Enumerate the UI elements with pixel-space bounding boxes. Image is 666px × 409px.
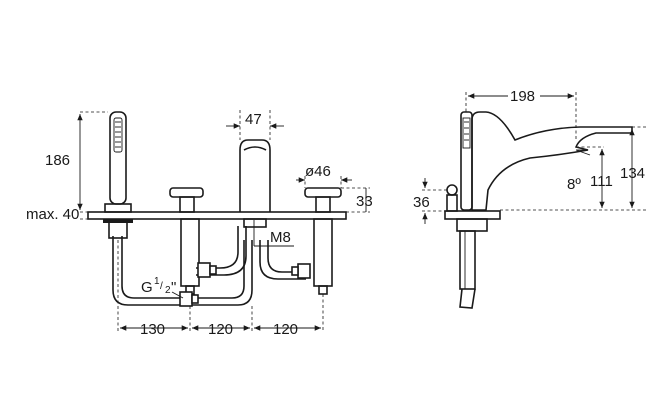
label-thread-g-num: 1 [154,276,160,287]
label-handle-height: 33 [356,193,373,210]
label-thread-g-prefix: G [141,279,153,296]
label-hand-shower-height: 186 [45,152,70,169]
hand-shower [103,111,133,239]
label-total-height: 134 [620,165,645,182]
label-thread-g-den: 2 [165,285,171,296]
shower-nozzle-icon [115,121,121,148]
front-view: 186 max. 40 47 ø46 33 M8 G 1 / 2 " 130 1… [26,110,373,338]
label-thread-g-slash: / [160,281,163,292]
side-handle [460,111,473,211]
side-dimensions [422,92,648,224]
label-base-height: 36 [413,194,430,211]
right-handle [304,187,342,295]
side-deck [444,210,501,220]
label-thread-g: G 1 / 2 " [141,276,176,296]
label-max-deck: max. 40 [26,206,79,223]
label-thread-g-suffix: " [171,279,176,296]
front-dimensions [77,111,370,332]
label-spacing-mid: 120 [208,321,233,338]
side-spout-body [471,111,633,211]
label-spout-width: 47 [245,111,262,128]
label-spout-reach: 198 [510,88,535,105]
connectors [179,262,311,307]
side-view: 198 8º 111 134 36 [413,88,648,309]
label-spout-angle: 8º [567,176,581,193]
deck-plate [87,211,347,220]
label-thread-m: M8 [270,229,291,246]
spout [239,110,271,228]
label-spacing-left: 130 [140,321,165,338]
label-spacing-right: 120 [273,321,298,338]
label-outlet-height: 111 [590,173,613,190]
label-handle-diameter: ø46 [305,163,331,180]
